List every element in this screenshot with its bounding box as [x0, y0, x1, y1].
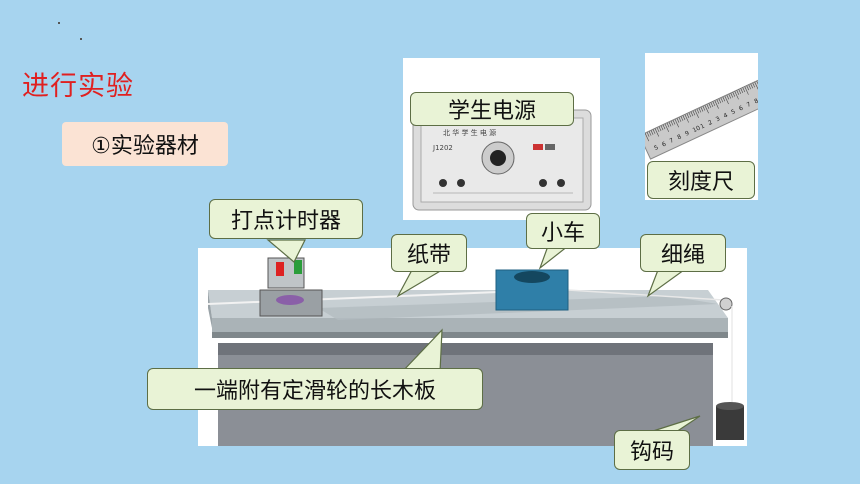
power-supply-illustration: 北 华 学 生 电 源 J1202 — [412, 109, 592, 211]
ruler-tick — [750, 83, 754, 89]
ruler-tick — [674, 118, 679, 128]
ruler-tick — [668, 121, 672, 127]
ruler-tick — [712, 101, 716, 107]
ruler-tick — [684, 114, 689, 123]
slide-subtitle: ①实验器材 — [62, 122, 228, 166]
ruler-tick — [694, 109, 699, 119]
ruler-tick — [676, 118, 680, 123]
ruler-tick — [680, 116, 684, 121]
ruler-tick — [666, 122, 670, 128]
ruler-number: 7 — [669, 137, 676, 145]
ruler-tick — [664, 123, 669, 132]
ruler-tick — [710, 102, 714, 107]
ruler-tick — [650, 130, 654, 135]
label-power-supply: 学生电源 — [410, 92, 574, 126]
ruler-tick — [740, 88, 744, 94]
ruler-tick — [690, 111, 694, 117]
label-timer: 打点计时器 — [209, 199, 363, 239]
ruler-tick — [702, 105, 706, 111]
ruler-tick — [722, 96, 726, 102]
power-supply-photo: 北 华 学 生 电 源 J1202 — [403, 58, 600, 220]
ruler-tick — [706, 104, 710, 109]
ruler-number: 3 — [715, 115, 722, 123]
ruler-illustration: 567891012345678920 — [638, 75, 779, 160]
ruler-tick — [714, 100, 719, 109]
ruler-number: 6 — [738, 105, 745, 113]
ruler-number: 8 — [676, 133, 683, 141]
ruler-tick — [716, 99, 720, 105]
ruler-number: 2 — [707, 119, 714, 127]
ruler-number: 9 — [684, 130, 691, 138]
ruler-number: 4 — [722, 112, 729, 120]
ruler-tick — [718, 98, 722, 104]
label-paper-tape: 纸带 — [391, 234, 467, 272]
power-supply-header: 北 华 学 生 电 源 — [443, 128, 496, 137]
ruler-tick — [744, 86, 749, 95]
ruler-tick — [732, 91, 736, 97]
ruler-number: 5 — [730, 108, 737, 116]
ruler-tick — [658, 126, 662, 132]
ruler-tick — [654, 128, 659, 137]
ruler-number: 5 — [653, 144, 660, 152]
ruler-tick — [644, 132, 650, 142]
ruler-tick — [672, 119, 676, 125]
power-supply-model: J1202 — [432, 144, 453, 152]
ruler-number: 6 — [661, 140, 668, 148]
ruler-tick — [678, 117, 682, 122]
ruler-tick — [700, 106, 704, 112]
ruler-tick — [734, 91, 739, 100]
ruler-tick — [670, 120, 674, 126]
label-weight: 钩码 — [614, 430, 690, 470]
ruler-tick — [752, 82, 756, 88]
ruler-tick — [648, 131, 652, 136]
ruler-tick — [688, 112, 692, 118]
ruler-tick — [726, 94, 730, 100]
label-string: 细绳 — [640, 234, 726, 272]
ruler-tick — [682, 115, 686, 120]
ruler-tick — [696, 108, 700, 114]
ruler-tick — [692, 110, 696, 116]
ruler-tick — [742, 87, 746, 93]
ruler-tick — [736, 90, 740, 95]
ruler-tick — [646, 131, 650, 137]
ruler-tick — [708, 103, 712, 108]
ruler-tick — [662, 124, 666, 130]
decor-dot — [58, 22, 60, 24]
ruler-tick — [698, 107, 702, 113]
ruler-tick — [738, 89, 742, 94]
ruler-tick — [720, 97, 724, 103]
slide-title: 进行实验 — [22, 71, 134, 102]
ruler-tick — [746, 85, 750, 91]
decor-dot — [80, 38, 82, 40]
ruler-tick — [730, 92, 734, 98]
ruler-number: 7 — [746, 101, 753, 109]
ruler-number: 10 — [692, 124, 702, 134]
ruler-tick — [748, 84, 752, 90]
ruler-tick — [652, 129, 656, 134]
ruler-tick — [686, 113, 690, 119]
ruler-tick — [754, 81, 759, 91]
label-ruler: 刻度尺 — [647, 161, 755, 199]
ruler-number: 8 — [753, 97, 758, 105]
ruler-tick — [660, 125, 664, 131]
ruler-number: 1 — [699, 123, 706, 131]
ruler-tick — [724, 95, 729, 105]
ruler-tick — [704, 105, 709, 114]
ruler-tick — [728, 93, 732, 99]
label-cart: 小车 — [526, 213, 600, 249]
ruler-tick — [656, 127, 660, 133]
label-board: 一端附有定滑轮的长木板 — [147, 368, 483, 410]
